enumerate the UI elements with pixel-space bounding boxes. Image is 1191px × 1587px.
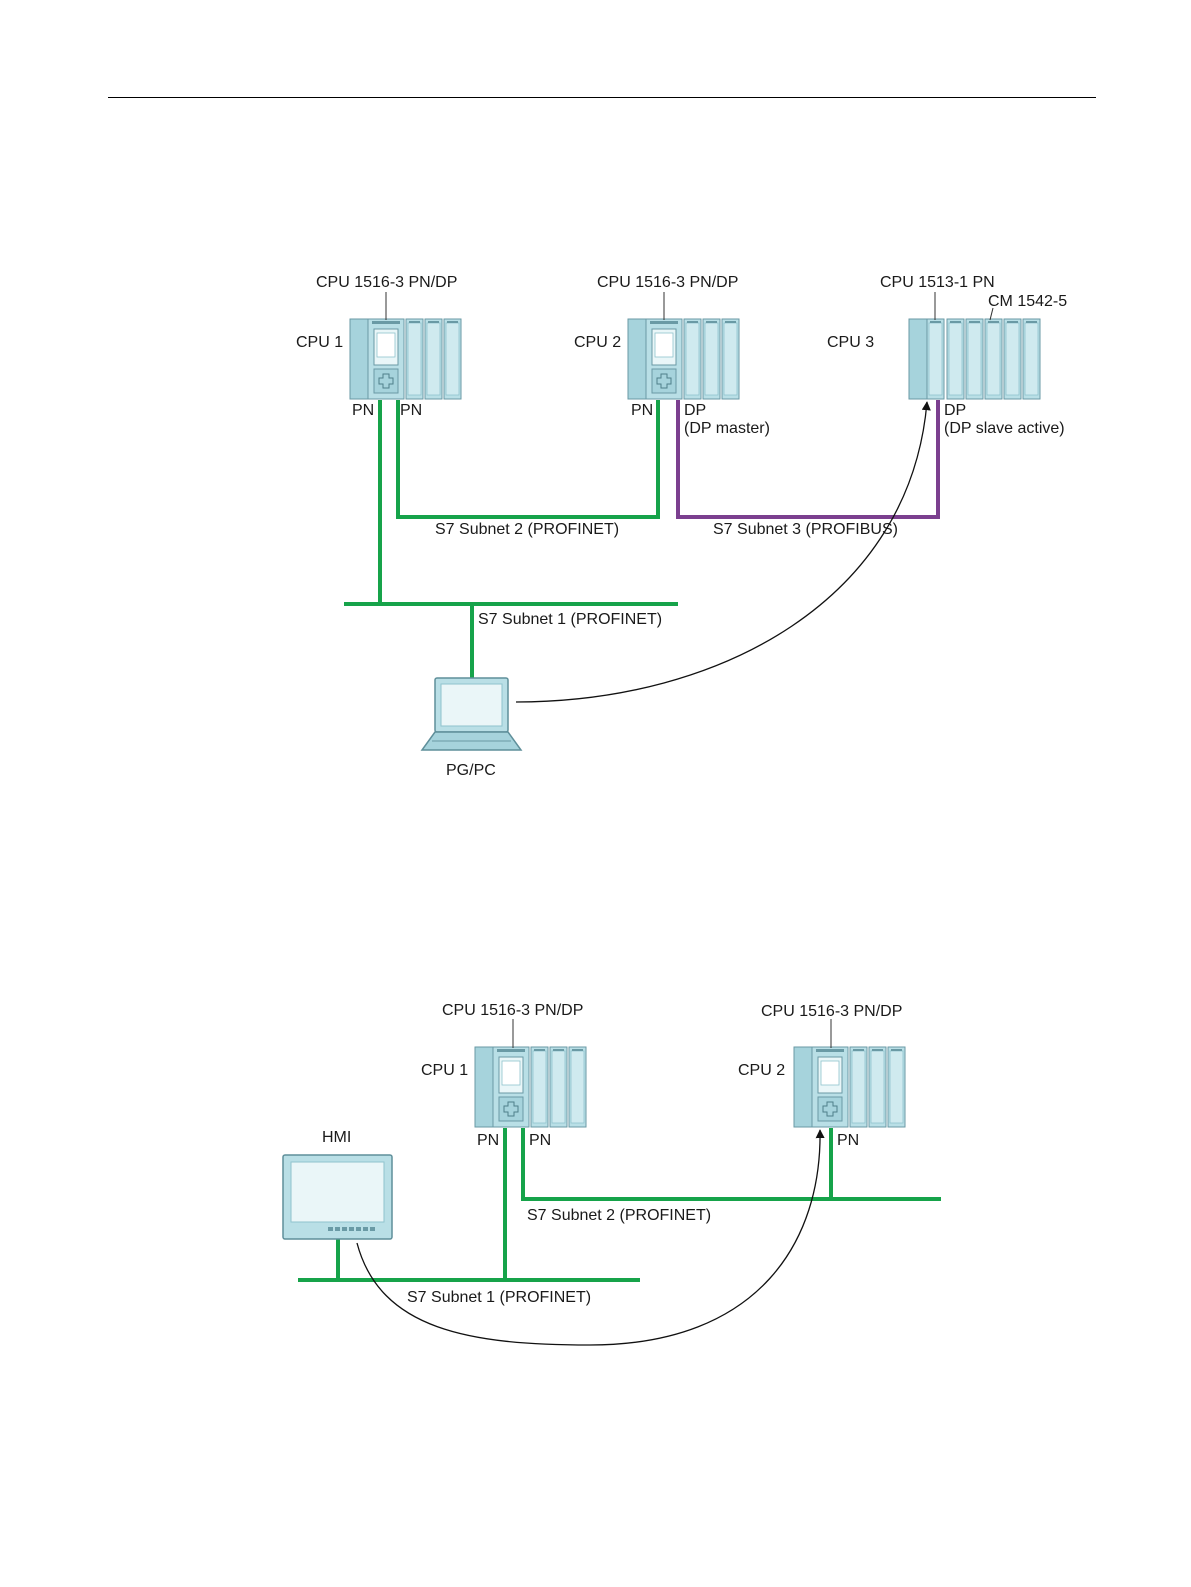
routing-arrow-1 [515, 401, 931, 703]
diagram-1: CPU 1516-3 PN/DP CPU 1 PN PN CPU 1516-3 … [296, 274, 1067, 779]
pgpc-label: PG/PC [446, 762, 496, 779]
cpu1-model: CPU 1516-3 PN/DP [316, 274, 457, 291]
d2-cpu1-port-a: PN [477, 1132, 499, 1149]
cpu3-label: CPU 3 [827, 334, 874, 351]
cpu2-port-b-note: (DP master) [684, 420, 770, 437]
cpu1-rack [350, 292, 461, 399]
hmi-panel-icon [282, 1154, 393, 1240]
d2-cpu2-label: CPU 2 [738, 1062, 785, 1079]
cpu1-port-a: PN [352, 402, 374, 419]
routing-arrow-2 [356, 1129, 825, 1346]
cpu2-model: CPU 1516-3 PN/DP [597, 274, 738, 291]
d2-cpu2-port: PN [837, 1132, 859, 1149]
hmi-label: HMI [322, 1129, 351, 1146]
subnet3-label: S7 Subnet 3 (PROFIBUS) [713, 521, 898, 538]
cpu2-rack [628, 292, 739, 399]
d2-cpu1-port-b: PN [529, 1132, 551, 1149]
cpu1-label: CPU 1 [296, 334, 343, 351]
cm-callout [989, 307, 994, 321]
cpu2-port-b: DP [684, 402, 706, 419]
subnet3-line [676, 400, 940, 519]
cpu1-port-b: PN [400, 402, 422, 419]
cpu3-port: DP [944, 402, 966, 419]
subnet1-label: S7 Subnet 1 (PROFINET) [478, 611, 662, 628]
pgpc-laptop-icon [420, 677, 523, 751]
cpu2-label: CPU 2 [574, 334, 621, 351]
d2-cpu2-model: CPU 1516-3 PN/DP [761, 1003, 902, 1020]
diagram-2: CPU 1516-3 PN/DP CPU 1 PN PN CPU 1516-3 … [282, 1002, 941, 1346]
cpu3-model: CPU 1513-1 PN [880, 274, 995, 291]
cpu3-cm-module: CM 1542-5 [988, 293, 1067, 310]
d2-subnet1-label: S7 Subnet 1 (PROFINET) [407, 1289, 591, 1306]
d2-cpu1-model: CPU 1516-3 PN/DP [442, 1002, 583, 1019]
d2-subnet2-label: S7 Subnet 2 (PROFINET) [527, 1207, 711, 1224]
cpu2-port-a: PN [631, 402, 653, 419]
subnet2-line [396, 400, 660, 519]
cpu3-rack [909, 292, 1040, 399]
d2-cpu2-rack [794, 1019, 905, 1127]
d2-cpu1-rack [475, 1019, 586, 1127]
cpu3-port-note: (DP slave active) [944, 420, 1065, 437]
subnet-lines-1 [344, 400, 940, 678]
d2-cpu1-label: CPU 1 [421, 1062, 468, 1079]
subnet2-label: S7 Subnet 2 (PROFINET) [435, 521, 619, 538]
header-rule [108, 97, 1096, 98]
subnet2-line-2 [521, 1128, 941, 1201]
